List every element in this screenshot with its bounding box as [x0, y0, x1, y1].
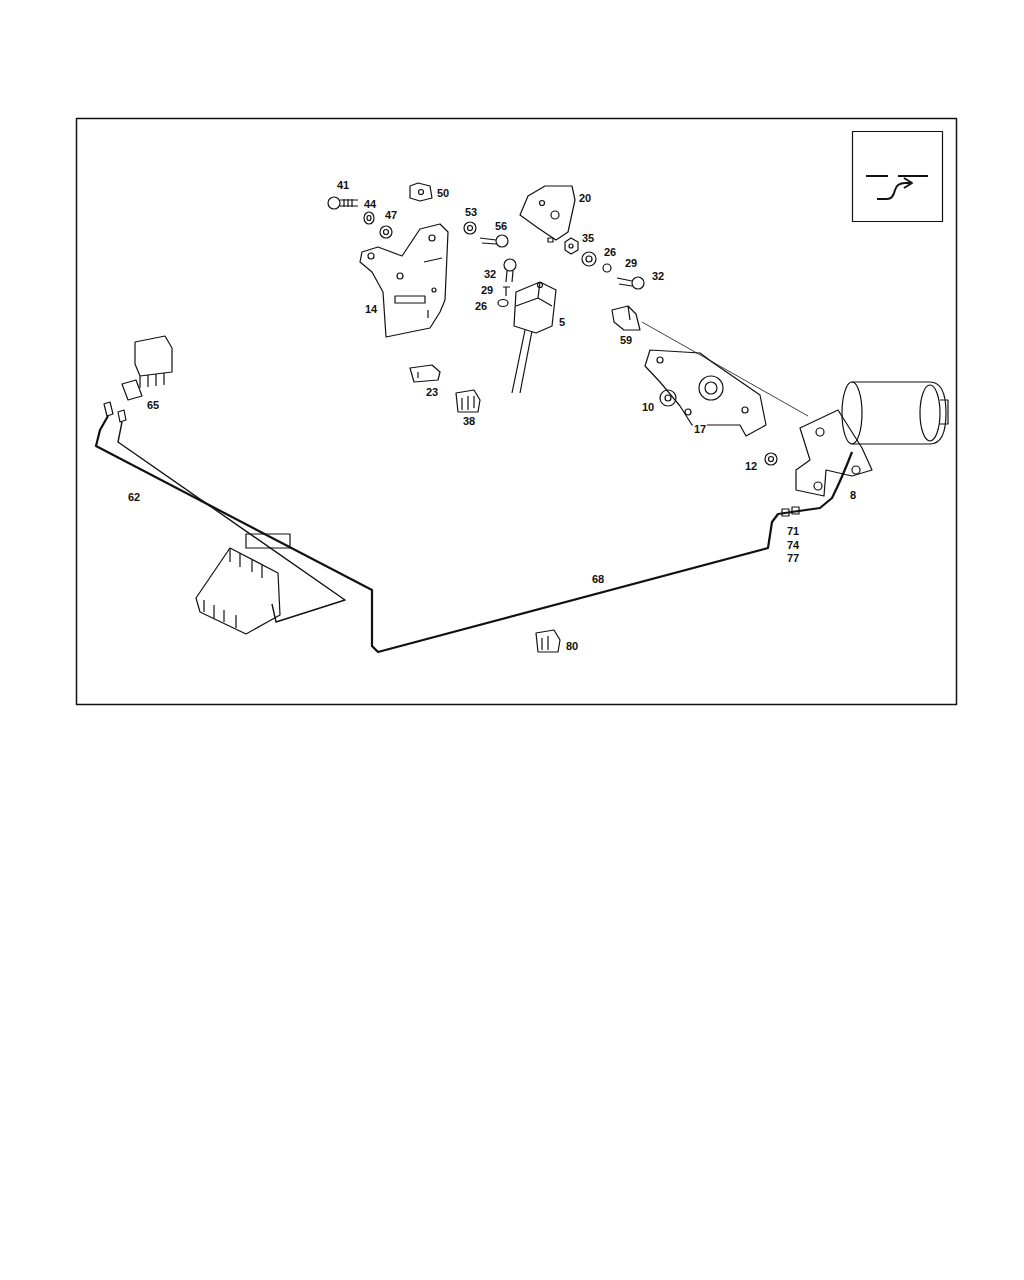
callout-number: 59 — [619, 334, 633, 346]
callout-number: 35 — [581, 232, 595, 244]
callout-number: 80 — [565, 640, 579, 652]
callout-number: 62 — [127, 491, 141, 503]
callout-number: 23 — [425, 386, 439, 398]
frame — [77, 119, 957, 705]
callout-number: 56 — [494, 220, 508, 232]
callout-number: 50 — [436, 187, 450, 199]
callout-number: 32 — [651, 270, 665, 282]
callout-number: 53 — [464, 206, 478, 218]
callout-number: 32 — [483, 268, 497, 280]
callout-number: 65 — [146, 399, 160, 411]
callout-number: 47 — [384, 209, 398, 221]
icon-symbol — [866, 176, 928, 199]
icon-arrow — [904, 178, 912, 188]
callout-number: 74 — [786, 539, 800, 551]
callout-number: 41 — [336, 179, 350, 191]
callout-number: 12 — [744, 460, 758, 472]
callout-number: 8 — [849, 489, 857, 501]
callout-number: 29 — [480, 284, 494, 296]
callout-number: 26 — [603, 246, 617, 258]
callout-number: 77 — [786, 552, 800, 564]
callout-number: 71 — [786, 525, 800, 537]
callout-number: 10 — [641, 401, 655, 413]
callout-number: 20 — [578, 192, 592, 204]
callout-number: 17 — [693, 423, 707, 435]
icon-box — [853, 132, 943, 222]
callout-number: 5 — [558, 316, 566, 328]
callout-number: 38 — [462, 415, 476, 427]
callout-number: 29 — [624, 257, 638, 269]
callout-number: 14 — [364, 303, 378, 315]
callout-number: 68 — [591, 573, 605, 585]
callout-number: 26 — [474, 300, 488, 312]
callout-number: 44 — [363, 198, 377, 210]
